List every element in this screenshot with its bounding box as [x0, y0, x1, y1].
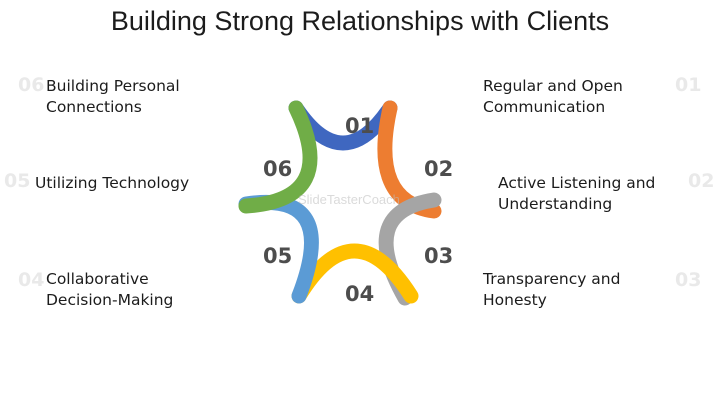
item-label-06: Building Personal Connections: [46, 77, 180, 116]
ghost-number-01: 01: [675, 74, 702, 96]
ghost-number-04: 04: [18, 269, 45, 291]
center-number-04: 04: [345, 282, 375, 306]
ghost-number-02: 02: [688, 170, 715, 192]
item-label-05: Utilizing Technology: [35, 174, 190, 192]
center-number-06: 06: [263, 157, 293, 181]
center-number-01: 01: [345, 114, 375, 138]
page-title: Building Strong Relationships with Clien…: [110, 6, 610, 36]
petal-arc-06: [238, 100, 318, 214]
item-label-01: Regular and Open Communication: [483, 77, 623, 116]
item-label-02: Active Listening and Understanding: [498, 174, 656, 213]
center-number-02: 02: [424, 157, 454, 181]
ghost-number-05: 05: [4, 170, 31, 192]
item-label-04: Collaborative Decision-Making: [46, 270, 174, 309]
center-number-03: 03: [424, 244, 454, 268]
watermark-text: SlideTasterCoach: [298, 192, 400, 207]
center-number-05: 05: [263, 244, 293, 268]
ghost-number-03: 03: [675, 269, 702, 291]
ghost-number-06: 06: [18, 74, 45, 96]
item-label-03: Transparency and Honesty: [483, 270, 621, 309]
